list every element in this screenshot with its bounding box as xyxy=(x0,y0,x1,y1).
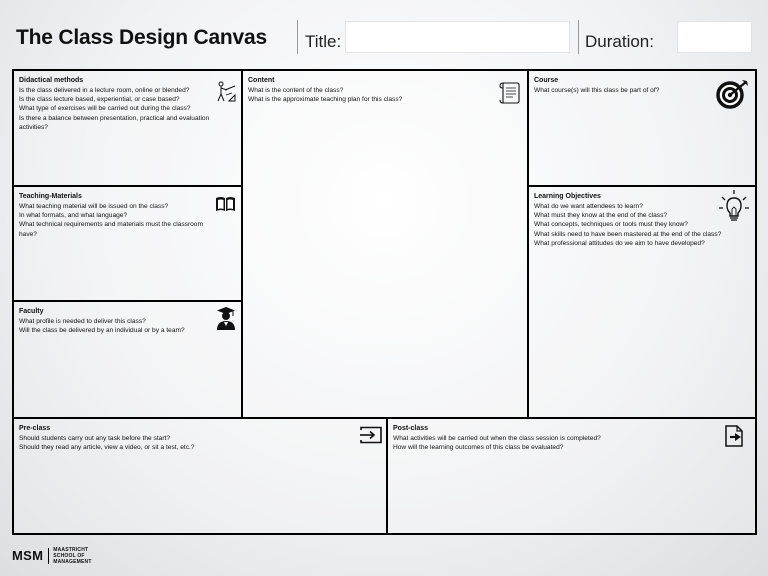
section-title: Content xyxy=(248,77,275,84)
scroll-document-icon xyxy=(499,82,520,104)
section-title: Pre-class xyxy=(19,425,51,432)
content-section[interactable]: Content What is the content of the class… xyxy=(243,71,527,417)
grid-line xyxy=(14,185,242,187)
graduate-icon xyxy=(217,307,235,330)
open-book-icon xyxy=(216,197,235,211)
course-section[interactable]: Course What course(s) will this class be… xyxy=(529,71,757,185)
question-text: What must they know at the end of the cl… xyxy=(534,212,668,220)
logo-line: SCHOOL OF xyxy=(53,553,85,559)
question-text: Should students carry out any task befor… xyxy=(19,435,171,442)
title-label: Title: xyxy=(305,32,342,51)
teaching-materials-section[interactable]: Teaching-Materials What teaching materia… xyxy=(14,187,241,300)
grid-line xyxy=(527,71,529,418)
question-text: Should they read any article, view a vid… xyxy=(19,444,195,452)
section-title: Learning Objectives xyxy=(534,193,601,200)
header-divider xyxy=(578,20,579,54)
question-list: What profile is needed to deliver this c… xyxy=(19,317,185,335)
question-text: What activities will be carried out when… xyxy=(393,435,601,442)
question-list: What course(s) will this class be part o… xyxy=(534,86,659,95)
duration-input[interactable] xyxy=(677,21,752,53)
question-list: What is the content of the class? What i… xyxy=(248,86,402,104)
export-file-icon xyxy=(725,425,743,447)
grid-line xyxy=(386,418,388,535)
question-list: What do we want attendees to learn? What… xyxy=(534,202,721,248)
question-text: activities? xyxy=(19,123,48,131)
section-title: Faculty xyxy=(19,308,44,315)
question-text: How will the learning outcomes of this c… xyxy=(393,444,564,452)
section-title: Teaching-Materials xyxy=(19,193,82,200)
target-arrow-icon xyxy=(716,80,748,109)
post-class-section[interactable]: Post-class What activities will be carri… xyxy=(388,419,757,535)
question-text: What profile is needed to deliver this c… xyxy=(19,318,146,325)
question-text: What is the content of the class? xyxy=(248,87,344,94)
faculty-section[interactable]: Faculty What profile is needed to delive… xyxy=(14,302,241,417)
question-list: Should students carry out any task befor… xyxy=(19,434,195,452)
msm-logo: MSM MAASTRICHT SCHOOL OF MANAGEMENT xyxy=(12,545,92,567)
logo-text: MAASTRICHT SCHOOL OF MANAGEMENT xyxy=(53,547,91,565)
section-title: Post-class xyxy=(393,425,429,432)
grid-line xyxy=(14,300,242,302)
logo-line: MANAGEMENT xyxy=(53,559,92,565)
grid-line xyxy=(241,71,243,418)
question-list: Is the class delivered in a lecture room… xyxy=(19,86,209,132)
section-title: Didactical methods xyxy=(19,77,84,84)
question-text: What professional attitudes do we aim to… xyxy=(534,239,705,247)
logo-abbreviation: MSM xyxy=(12,548,50,564)
header: The Class Design Canvas Title: Duration: xyxy=(0,0,768,66)
question-text: Is the class lecture based, experiential… xyxy=(19,96,180,104)
didactical-methods-section[interactable]: Didactical methods Is the class delivere… xyxy=(14,71,241,185)
question-text: What skills need to have been mastered a… xyxy=(534,230,722,238)
question-text: have? xyxy=(19,230,37,238)
page-title: The Class Design Canvas xyxy=(16,26,267,49)
canvas-grid: Didactical methods Is the class delivere… xyxy=(12,69,757,535)
learning-objectives-section[interactable]: Learning Objectives What do we want atte… xyxy=(529,187,757,417)
pre-class-section[interactable]: Pre-class Should students carry out any … xyxy=(14,419,386,535)
section-title: Course xyxy=(534,77,559,84)
header-divider xyxy=(297,20,298,54)
question-list: What activities will be carried out when… xyxy=(393,434,601,452)
grid-line xyxy=(14,417,757,419)
title-input[interactable] xyxy=(345,21,570,53)
teacher-at-blackboard-icon xyxy=(217,81,236,102)
question-text: Will the class be delivered by an indivi… xyxy=(19,327,185,335)
question-text: What teaching material will be issued on… xyxy=(19,203,169,210)
question-text: What concepts, techniques or tools must … xyxy=(534,221,688,229)
question-text: What technical requirements and material… xyxy=(19,221,203,229)
grid-line xyxy=(528,185,757,187)
sign-in-icon xyxy=(360,426,382,444)
question-text: Is there a balance between presentation,… xyxy=(19,114,210,122)
question-list: What teaching material will be issued on… xyxy=(19,202,203,239)
question-text: In what formats, and what language? xyxy=(19,212,128,220)
question-text: What type of exercises will be carried o… xyxy=(19,105,191,113)
question-text: What do we want attendees to learn? xyxy=(534,203,643,210)
question-text: What course(s) will this class be part o… xyxy=(534,87,660,94)
question-text: Is the class delivered in a lecture room… xyxy=(19,87,190,94)
logo-line: MAASTRICHT xyxy=(53,547,89,553)
question-text: What is the approximate teaching plan fo… xyxy=(248,96,403,104)
duration-label: Duration: xyxy=(585,32,654,51)
lightbulb-icon xyxy=(719,190,749,221)
